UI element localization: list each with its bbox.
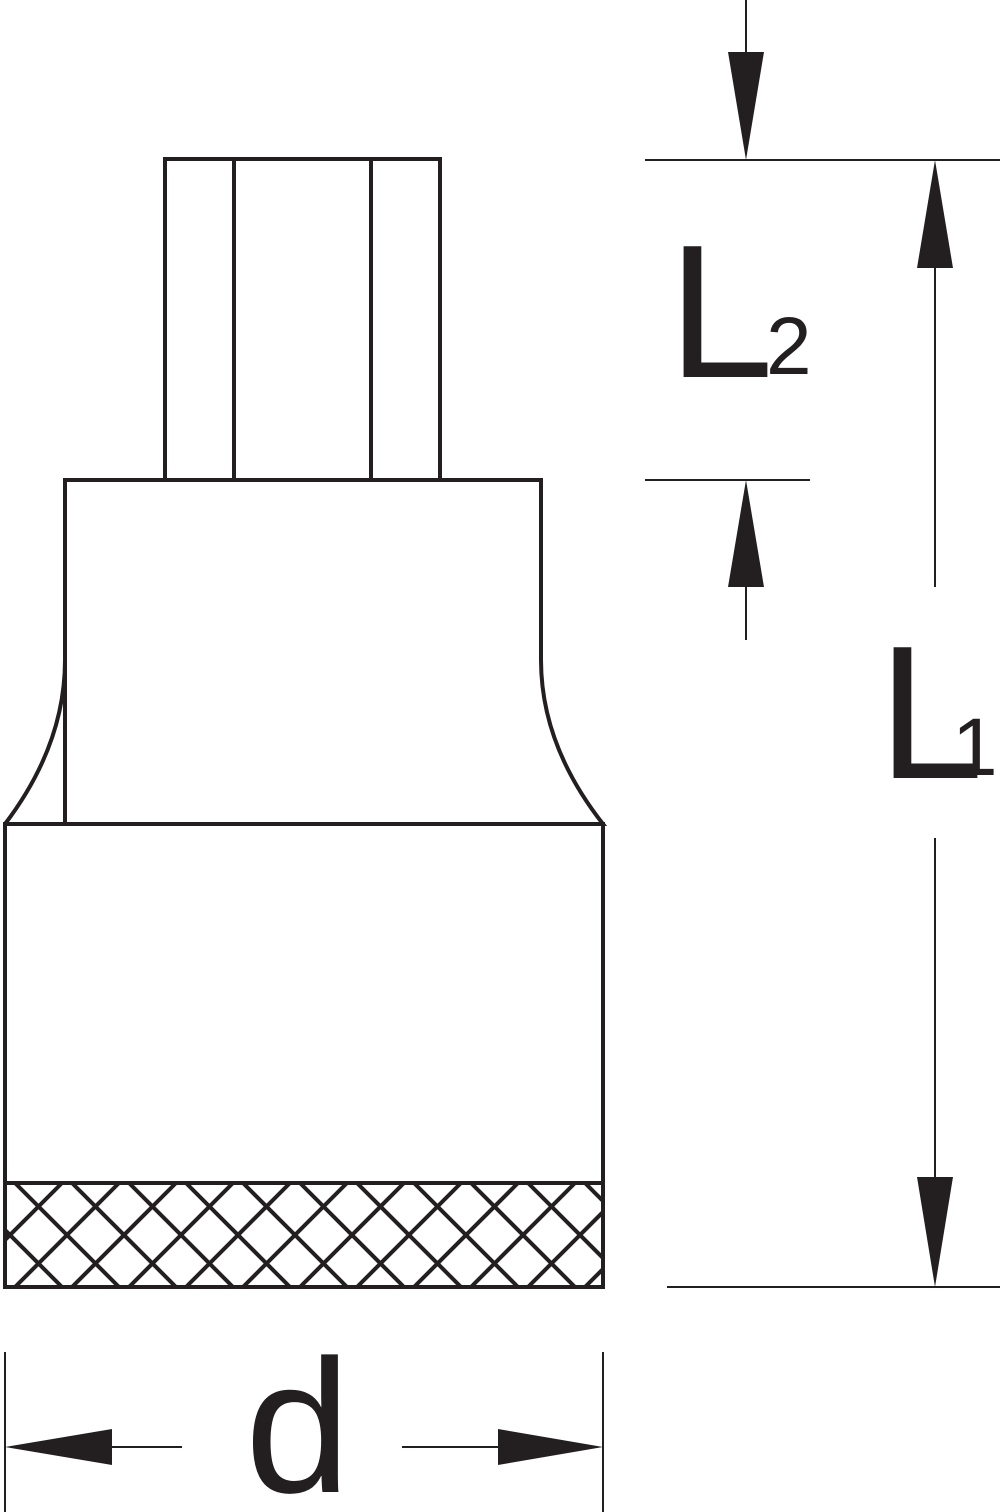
knurl-line [699,1183,803,1287]
knurl-pattern [5,1183,860,1287]
dimension-lines [4,0,1000,1512]
knurl-line [5,1227,64,1287]
knurl-line [241,1183,349,1287]
knurl-line [355,1183,463,1287]
knurl-line [127,1183,235,1287]
knurl-line [699,1183,803,1287]
dimension-arrows [5,52,953,1465]
dimension-labels: L 2 L 1 d [245,206,998,1512]
knurl-line [756,1183,860,1287]
knurl-line [13,1183,121,1287]
knurl-line [469,1183,577,1287]
l2-bottom-arrow [728,480,764,587]
socket-neck [3,478,608,826]
knurl-line [526,1183,603,1261]
l1-top-arrow [917,160,953,268]
l2-label: L [668,206,774,418]
l1-label: L [878,607,984,819]
knurl-line [184,1183,292,1287]
knurl-line [642,1183,746,1287]
l1-bottom-arrow [917,1177,953,1287]
d-label: d [245,1321,351,1512]
socket-body [3,157,608,1289]
d-left-arrow [5,1429,112,1465]
knurl-line [583,1183,603,1204]
d-right-arrow [498,1429,603,1465]
knurl-line [70,1183,178,1287]
knurl-line [412,1183,520,1287]
l2-label-subscript: 2 [766,301,812,392]
knurl-line [756,1183,860,1287]
l2-top-arrow [728,52,764,160]
socket-drive-end [3,822,605,1289]
knurl-line [642,1183,746,1287]
knurl-line [298,1183,406,1287]
knurl-line [583,1266,603,1287]
l1-label-subscript: 1 [952,702,998,793]
hex-bit [163,157,442,482]
